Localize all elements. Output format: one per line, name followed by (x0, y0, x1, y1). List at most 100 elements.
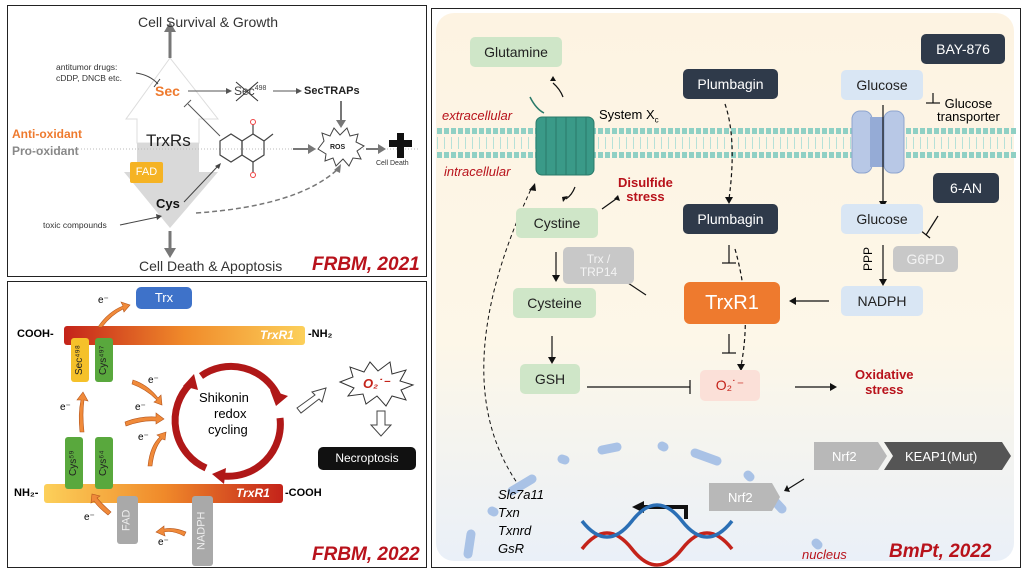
glucose-transporter-line1: Glucose (944, 96, 993, 111)
glutamine-box: Glutamine (470, 37, 562, 67)
extracellular-label: extracellular (442, 108, 513, 123)
nadph-box: NADPH (841, 286, 923, 316)
glucose-transporter-label: Glucose transporter (937, 97, 1000, 123)
trxr1-top-label: TrxR1 (260, 328, 294, 342)
trxr1-top-bar (64, 326, 305, 345)
cys-label: Cys (156, 196, 180, 211)
superoxide-box: O₂˙⁻ (700, 370, 760, 401)
ros-burst (317, 127, 365, 167)
ros-label: ROS (330, 144, 346, 151)
glucose-transporter-line2: transporter (937, 109, 1000, 124)
lipid-bilayer (437, 128, 1017, 158)
intracellular-label: intracellular (444, 164, 511, 179)
sec498-bar: Sec⁴⁹⁸ (71, 338, 89, 382)
nh2-right-label: -NH₂ (308, 328, 333, 340)
keap1-shape (884, 442, 1011, 470)
trxr1-bottom-label: TrxR1 (236, 486, 270, 500)
oxidative-line2: stress (865, 381, 904, 397)
sec498-text: Sec (234, 84, 255, 98)
electron-label: e⁻ (138, 432, 149, 443)
nrf2-nucleus-shape (709, 483, 780, 511)
system-xc-sub: c (654, 115, 659, 125)
ppp-label: PPP (861, 247, 875, 272)
naphthoquinone-structure (219, 124, 274, 172)
panel-a-arrows (18, 22, 418, 258)
target-genes-list: Slc7a11 Txn Txnrd GsR (498, 486, 544, 558)
redox-cycle-arrows (171, 362, 284, 480)
panel-a-trxr-overview: Cell Survival & Growth Cell Death & Apop… (7, 5, 427, 277)
trx-trp14-box: Trx / TRP14 (563, 247, 634, 284)
plumbagin-intracellular-box: Plumbagin (683, 204, 778, 234)
6an-box: 6-AN (933, 173, 999, 203)
trxr1-box: TrxR1 (684, 282, 780, 324)
glucose-extracellular-box: Glucose (841, 70, 923, 100)
gene-slc7a11: Slc7a11 (498, 487, 545, 502)
panel-c-cell-pathway: Glutamine Plumbagin Glucose BAY-876 Gluc… (431, 8, 1021, 568)
cys64-bar: Cys⁶⁴ (95, 437, 113, 489)
electron-label: e⁻ (148, 375, 159, 386)
antitumor-drugs-label: antitumor drugs: (56, 62, 118, 72)
electron-label: e⁻ (84, 512, 95, 523)
cys497-bar: Cys⁴⁹⁷ (95, 338, 113, 382)
redox-label: redox (214, 406, 247, 421)
gsh-box: GSH (520, 364, 580, 394)
citation-frbm-2021: FRBM, 2021 (312, 254, 420, 275)
outline-arrow-down (369, 410, 393, 437)
electron-label: e⁻ (158, 537, 169, 548)
glucose-intracellular-box: Glucose (841, 204, 923, 234)
shikonin-label: Shikonin (199, 390, 249, 405)
electron-transfer-arrows (76, 301, 187, 537)
disulfide-line1: Disulfide (618, 175, 673, 190)
g6pd-box: G6PD (893, 246, 958, 272)
outline-arrow-right (296, 387, 327, 414)
citation-bmpt-2022: BmPt, 2022 (889, 541, 992, 562)
trxrs-label: TrxRs (146, 131, 191, 150)
nh2-left-label: NH₂- (14, 487, 39, 499)
glucose-transporter (851, 110, 905, 174)
oxidative-line1: Oxidative (855, 367, 914, 382)
trxrs-down-arrow (124, 143, 218, 228)
cystine-box: Cystine (516, 208, 598, 238)
necroptosis-box: Necroptosis (318, 447, 416, 470)
system-xc-label: System Xc (599, 107, 659, 125)
citation-frbm-2022: FRBM, 2022 (312, 544, 420, 565)
disulfide-line2: stress (626, 189, 665, 205)
sec498-sup: 498 (254, 85, 267, 92)
cys59-bar: Cys⁵⁹ (65, 437, 83, 489)
cooh-right-label: -COOH (285, 487, 322, 499)
pro-oxidant-label: Pro-oxidant (12, 144, 79, 158)
gene-gsr: GsR (498, 541, 524, 556)
anti-oxidant-label: Anti-oxidant (12, 127, 82, 141)
nrf2-cytoplasm-label: Nrf2 (832, 449, 857, 464)
sec498-label: Sec498 (234, 84, 266, 98)
system-xc-text: System X (599, 107, 655, 122)
electron-label: e⁻ (98, 295, 109, 306)
antitumor-drugs-examples: cDDP, DNCB etc. (56, 73, 122, 83)
nrf2-top-shape (814, 442, 887, 470)
trx-text: Trx / (586, 251, 611, 266)
disulfide-stress-label: Disulfide stress (618, 175, 673, 205)
gene-txnrd: Txnrd (498, 523, 532, 538)
cell-death-label: Cell Death (376, 160, 409, 167)
fad-bar: FAD (117, 496, 138, 544)
gene-txn: Txn (498, 505, 520, 520)
bay876-box: BAY-876 (921, 34, 1005, 64)
dna-helix-icon (580, 503, 734, 567)
panel-b-graphics (44, 301, 415, 537)
electron-label: e⁻ (135, 402, 146, 413)
superoxide-label: O₂˙⁻ (363, 376, 390, 391)
nucleus-label: nucleus (802, 547, 847, 562)
cell-death-apoptosis-label: Cell Death & Apoptosis (139, 258, 283, 274)
trp14-text: TRP14 (579, 264, 618, 279)
cycling-label: cycling (208, 422, 248, 437)
trx-box: Trx (136, 287, 192, 309)
sec-label: Sec (155, 83, 180, 99)
system-xc-transporter (529, 96, 595, 176)
panel-b-shikonin: Trx e⁻ e⁻ e⁻ e⁻ e⁻ e⁻ e⁻ COOH- TrxR1 -NH… (7, 281, 427, 568)
oxidative-stress-label: Oxidative stress (855, 367, 914, 398)
cell-survival-label: Cell Survival & Growth (138, 14, 279, 30)
plumbagin-extracellular-box: Plumbagin (683, 69, 778, 99)
toxic-compounds-label: toxic compounds (43, 220, 107, 230)
cooh-left-label: COOH- (17, 328, 54, 340)
sectraps-label: SecTRAPs (304, 85, 360, 97)
